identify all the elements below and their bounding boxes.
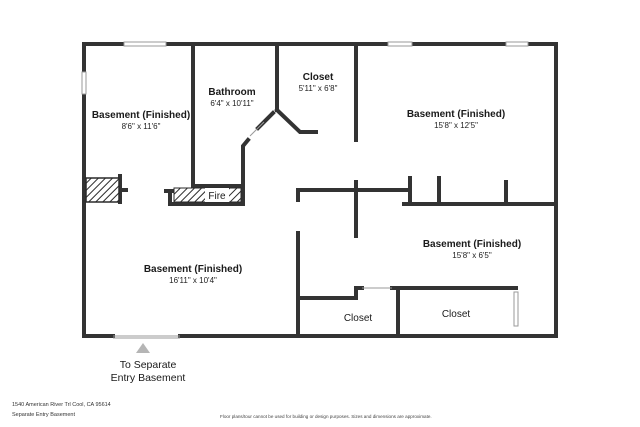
room-dims-basement-bottom-left: 16'11" x 10'4" (169, 276, 217, 285)
room-dims-bathroom: 6'4" x 10'11" (210, 99, 253, 108)
window-left (81, 71, 87, 95)
entry-door[interactable] (113, 335, 180, 339)
room-name-closet-top: Closet (303, 72, 334, 83)
room-name-closet-bottom-right: Closet (442, 309, 471, 320)
room-dims-basement-top-left: 8'6" x 11'6" (122, 122, 161, 131)
footer-disclaimer: Floor plans/tour cannot be used for buil… (220, 414, 432, 419)
fireplace-label: Fire (208, 191, 226, 202)
room-name-basement-bottom-left: Basement (Finished) (144, 264, 242, 275)
entry-label-line1: To Separate (119, 359, 177, 371)
room-name-basement-mid-right: Basement (Finished) (423, 239, 521, 250)
entry-label-line2: Entry Basement (110, 372, 186, 384)
entry-label: To Separate Entry Basement (88, 359, 208, 385)
window-top-left (123, 41, 167, 47)
room-name-basement-top-right: Basement (Finished) (407, 109, 505, 120)
door-openings (249, 121, 392, 289)
room-dims-closet-top: 5'11" x 6'8" (299, 84, 338, 93)
entry-arrow-icon (136, 343, 150, 353)
room-name-basement-top-left: Basement (Finished) (92, 110, 190, 121)
room-name-bathroom: Bathroom (208, 87, 255, 98)
window-top-mid (387, 41, 413, 47)
footer-address: 1540 American River Trl Cool, CA 95614 (12, 402, 111, 408)
fireplace-left (85, 177, 120, 203)
window-top-right (505, 41, 529, 47)
windows (81, 41, 529, 327)
room-dims-basement-mid-right: 15'8" x 6'5" (452, 251, 492, 260)
footer-subtitle: Separate Entry Basement (12, 412, 75, 418)
room-name-closet-bottom-left: Closet (344, 313, 373, 324)
room-dims-basement-top-right: 15'8" x 12'5" (434, 121, 478, 130)
window-right-closet (513, 291, 519, 327)
